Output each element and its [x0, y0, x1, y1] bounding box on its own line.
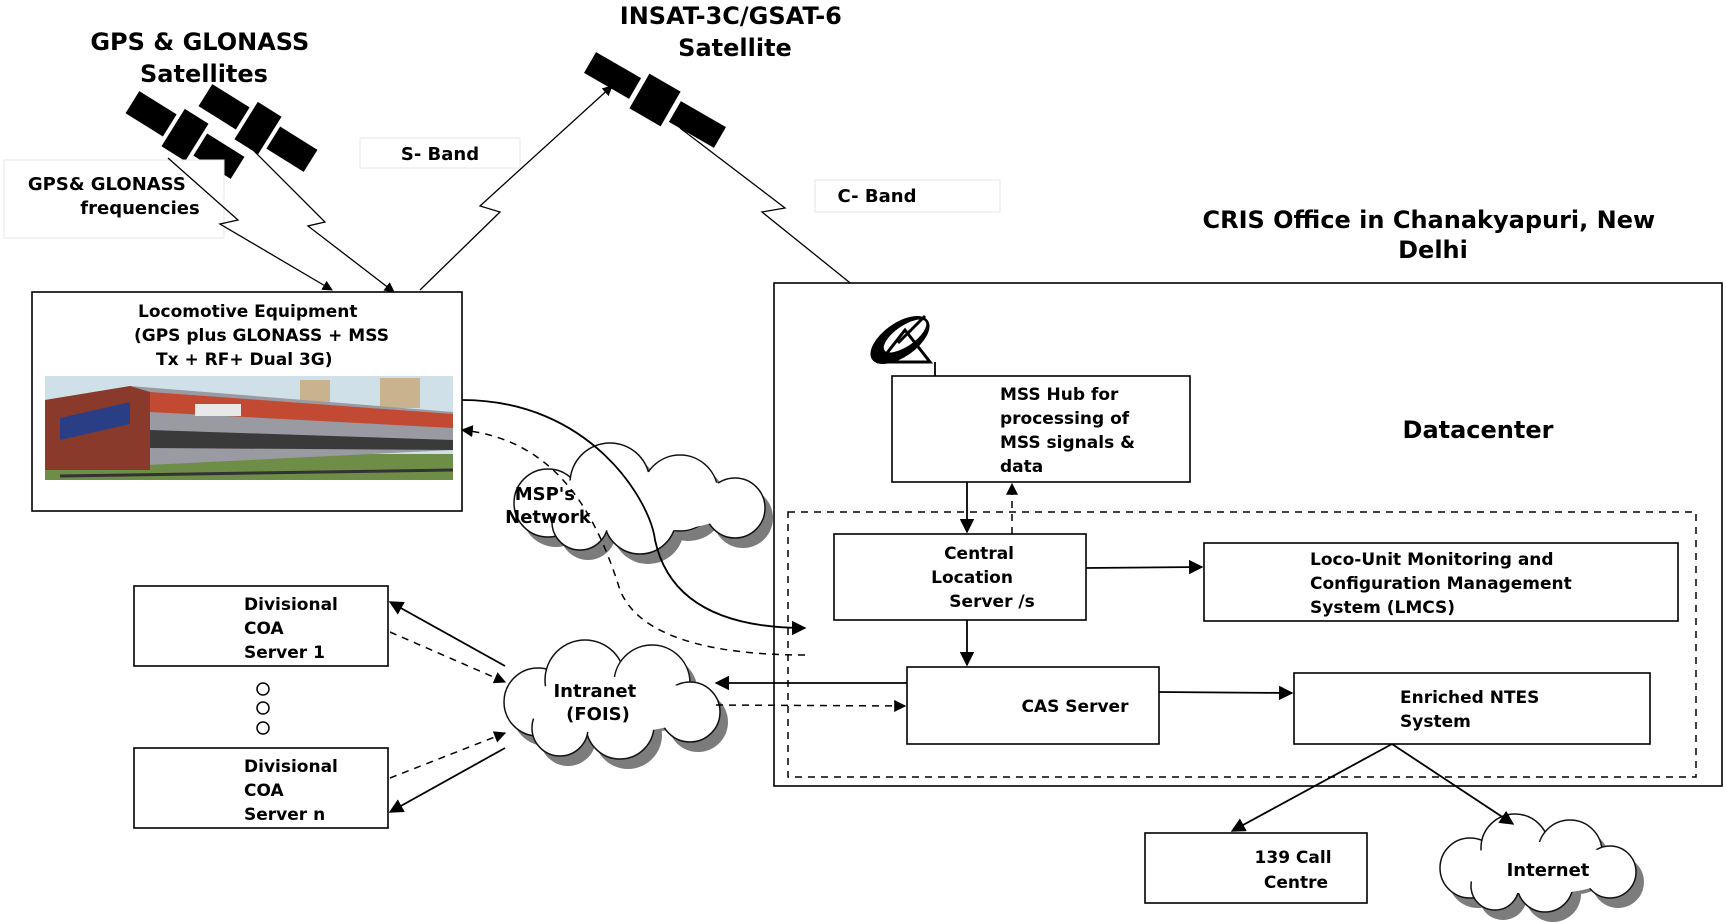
ntes-to-internet-arrow	[1391, 743, 1515, 825]
divisional-coa-server-1-box	[133, 585, 389, 667]
satellite-dish-icon	[870, 314, 936, 376]
gps-frequencies-label: GPS& GLONASS frequencies	[28, 174, 200, 219]
locomotive-equipment-label: Locomotive Equipment (GPS plus GLONASS +…	[134, 302, 395, 370]
c-band-label: C- Band	[838, 186, 917, 207]
gps-satellites-title: GPS & GLONASS Satellites	[90, 28, 317, 88]
intranet-fois-label: Intranet (FOIS)	[553, 681, 642, 725]
call-centre-box	[1144, 832, 1368, 904]
divisional-coa-server-1-label: Divisional COA Server 1	[244, 595, 344, 663]
enriched-ntes-box	[1293, 672, 1651, 745]
mss-hub-label: MSS Hub for processing of MSS signals & …	[1000, 385, 1141, 477]
cas-server-box	[906, 666, 1160, 745]
lmcs-label: Loco-Unit Monitoring and Configuration M…	[1310, 550, 1578, 618]
datacenter-to-loco-link	[460, 425, 806, 656]
coa1-to-intranet-arrow	[389, 631, 507, 684]
cris-office-label: CRIS Office in Chanakyapuri, New Delhi	[1202, 206, 1663, 264]
call-centre-label: 139 Call Centre	[1255, 848, 1338, 893]
cls-to-lmcs-arrow	[1085, 559, 1204, 575]
datacenter-boundary	[787, 511, 1697, 778]
s-band-label: S- Band	[401, 144, 479, 165]
cas-to-ntes-arrow	[1158, 685, 1294, 701]
divisional-coa-server-n-box	[133, 747, 389, 829]
datacenter-label: Datacenter	[1403, 416, 1554, 444]
msp-network-label: MSP's Network	[505, 484, 592, 528]
locomotive-train-image	[45, 376, 453, 480]
divisional-coa-server-n-label: Divisional COA Server n	[244, 757, 344, 825]
enriched-ntes-label: Enriched NTES System	[1400, 688, 1545, 732]
gps-signal-link-2	[244, 141, 395, 293]
cas-server-label: CAS Server	[1022, 697, 1130, 717]
intranet-to-coan-arrow	[388, 747, 506, 813]
central-location-server-label: Central Location Server /s	[931, 544, 1035, 612]
intranet-fois-cloud	[503, 639, 728, 769]
internet-cloud	[1439, 813, 1644, 922]
intranet-to-cas-arrow	[715, 699, 907, 712]
ellipsis-dots	[256, 682, 270, 735]
insat-satellite-title: INSAT-3C/GSAT-6 Satellite	[620, 2, 850, 62]
ntes-to-call-centre-arrow	[1230, 743, 1393, 832]
mss-hub-box	[891, 375, 1191, 483]
msp-network-cloud	[513, 442, 773, 564]
loco-to-datacenter-link	[461, 399, 807, 636]
coan-to-intranet-arrow	[389, 731, 507, 779]
c-band-link	[679, 127, 891, 316]
central-location-server-box	[833, 533, 1087, 621]
insat-satellite-icon	[584, 52, 726, 148]
lmcs-box	[1203, 542, 1679, 622]
gps-glonass-satellite-icon	[125, 84, 318, 179]
intranet-to-coa1-arrow	[388, 601, 506, 667]
s-band-link	[419, 85, 613, 291]
gps-signal-link-1	[167, 157, 333, 291]
internet-label: Internet	[1507, 860, 1590, 881]
